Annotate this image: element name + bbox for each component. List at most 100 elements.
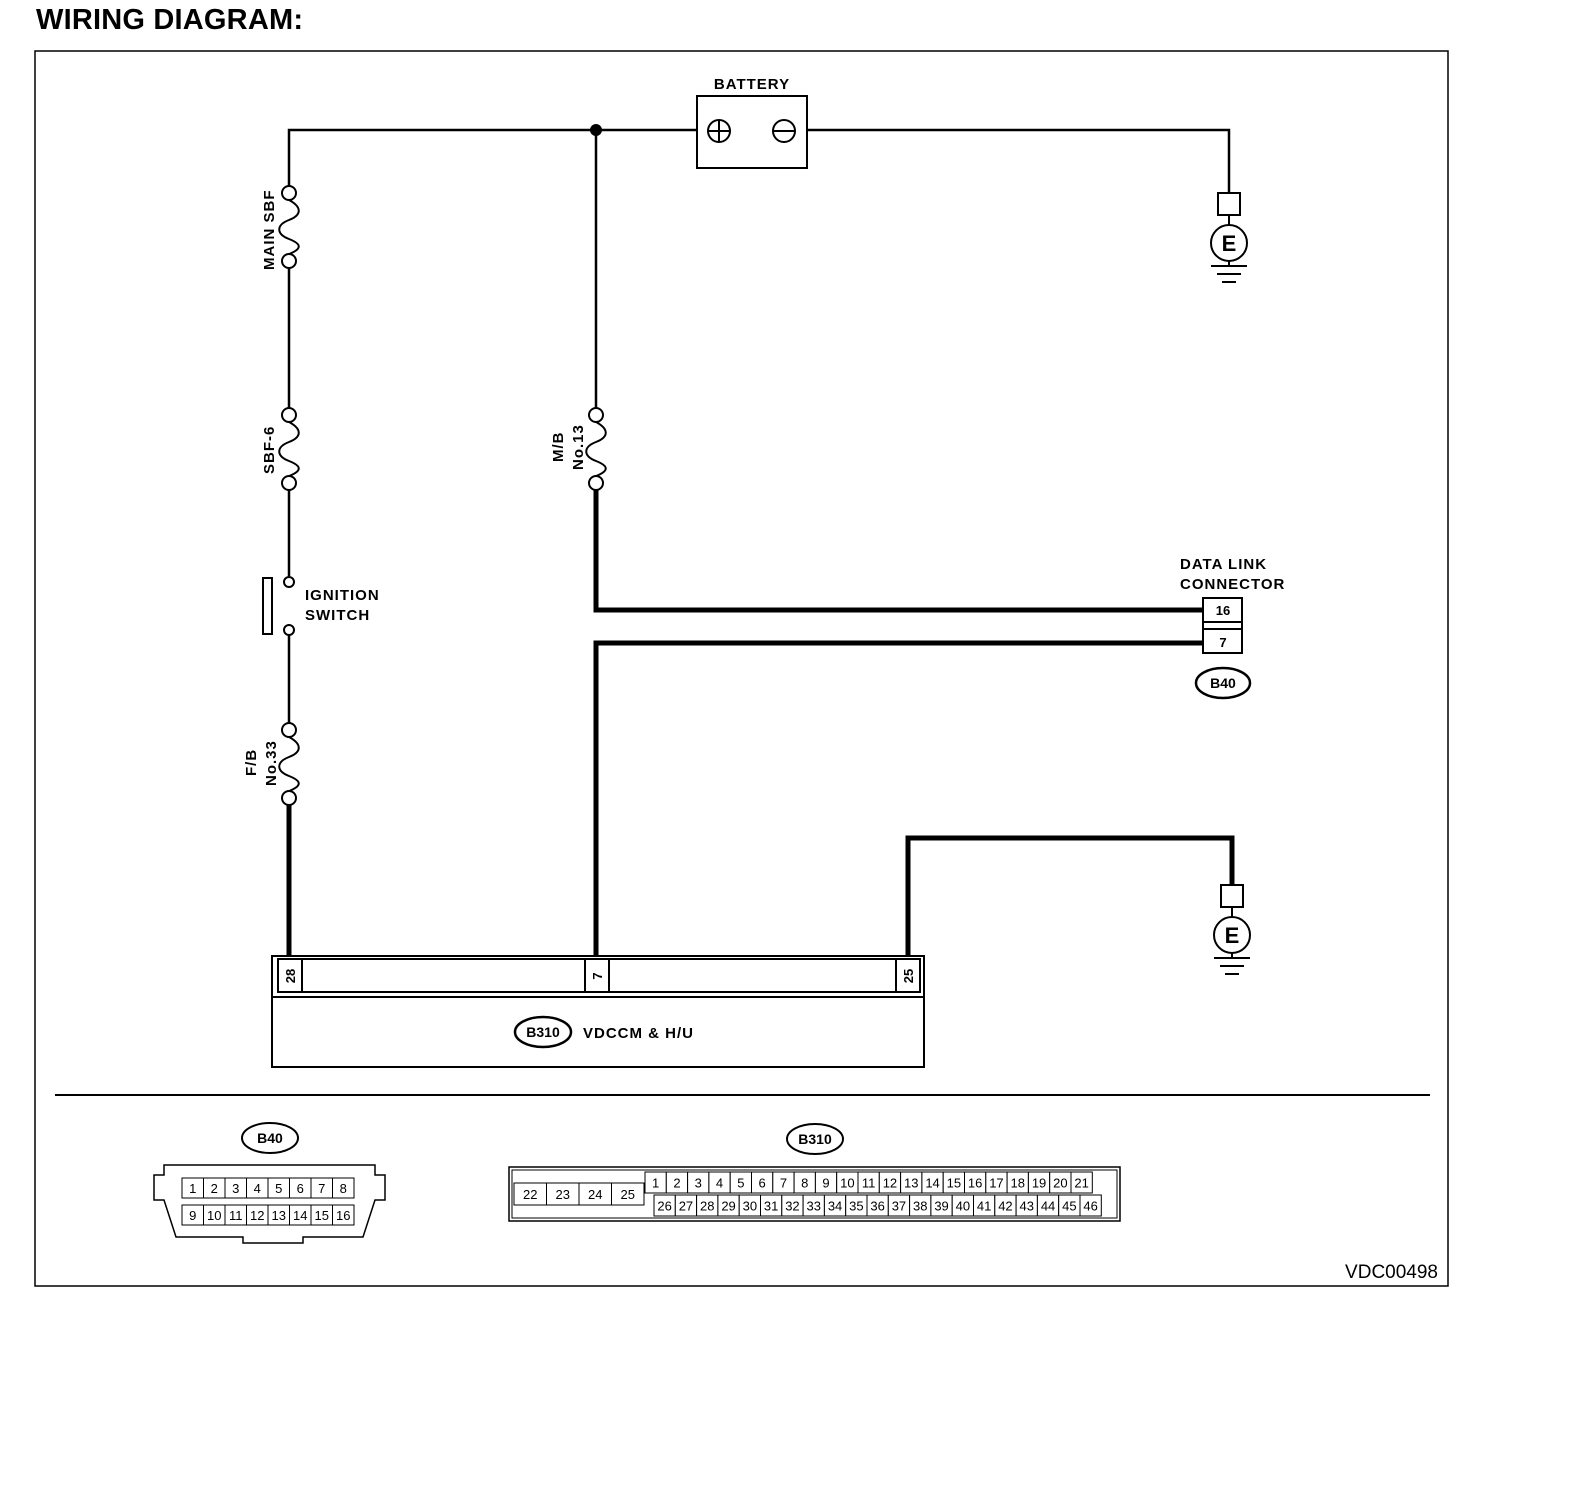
b310-pin-15: 15 <box>947 1176 961 1191</box>
ignition-switch <box>262 576 295 636</box>
b310-pin-1: 1 <box>652 1176 659 1191</box>
module-label: VDCCM & H/U <box>583 1025 694 1042</box>
b310-pin-14: 14 <box>925 1176 939 1191</box>
ground-label-bottom: E <box>1225 923 1240 948</box>
b40-pin-8: 8 <box>340 1181 347 1196</box>
dlc-label-line1: DATA LINK <box>1180 556 1267 573</box>
b310-pin-6: 6 <box>759 1176 766 1191</box>
b310-face-code: B310 <box>798 1131 832 1147</box>
b40-pin-16-cell <box>332 1204 355 1226</box>
b40-pin-7: 7 <box>318 1181 325 1196</box>
b40-pin-10: 10 <box>207 1208 221 1223</box>
dlc-pin-16: 16 <box>1216 603 1230 618</box>
b310-pin-45: 45 <box>1062 1199 1076 1214</box>
b310-pin-36: 36 <box>870 1199 884 1214</box>
b310-pin-8: 8 <box>801 1176 808 1191</box>
b310-pin-21: 21 <box>1074 1176 1088 1191</box>
b310-pin-35: 35 <box>849 1199 863 1214</box>
b310-pin-17: 17 <box>989 1176 1003 1191</box>
b310-pin-16: 16 <box>968 1176 982 1191</box>
ignition-switch-icon <box>262 577 273 635</box>
b310-pin-29: 29 <box>721 1199 735 1214</box>
b310-pin-40: 40 <box>956 1199 970 1214</box>
dlc-code-oval <box>1194 666 1252 700</box>
b310-pin-33: 33 <box>807 1199 821 1214</box>
b310-pin-37: 37 <box>892 1199 906 1214</box>
diagram-frame <box>34 50 1449 1287</box>
dlc-pin-7: 7 <box>1219 635 1226 650</box>
b310-pin-5: 5 <box>737 1176 744 1191</box>
b310-pin-34: 34 <box>828 1199 842 1214</box>
page-title: WIRING DIAGRAM: <box>36 4 304 36</box>
b40-pin-5: 5 <box>275 1181 282 1196</box>
mb-no13-fuse <box>585 407 607 491</box>
ignition-switch-label-line1: IGNITION <box>305 587 380 604</box>
module-pin-28: 28 <box>283 969 298 983</box>
b310-pin-9: 9 <box>822 1176 829 1191</box>
b310-pin-25-cell <box>611 1182 645 1206</box>
b40-pin-2: 2 <box>211 1181 218 1196</box>
ignition-switch-label-line2: SWITCH <box>305 607 370 624</box>
b40-pin-3: 3 <box>232 1181 239 1196</box>
b310-pin-20: 20 <box>1053 1176 1067 1191</box>
b310-pin-38: 38 <box>913 1199 927 1214</box>
fb-label-line1: F/B <box>243 749 260 776</box>
b40-pin-8-cell <box>332 1177 355 1199</box>
ground-label-top: E <box>1222 231 1237 256</box>
figure-id: VDC00498 <box>1345 1262 1438 1283</box>
b310-pin-4: 4 <box>716 1176 723 1191</box>
b40-pin-13: 13 <box>272 1208 286 1223</box>
b40-pin-14: 14 <box>293 1208 307 1223</box>
b40-code-oval <box>241 1122 299 1154</box>
main-sbf-label: MAIN SBF <box>261 190 278 271</box>
b310-pin-21-cell <box>1070 1171 1093 1194</box>
b310-pin-13: 13 <box>904 1176 918 1191</box>
b310-pin-46: 46 <box>1083 1199 1097 1214</box>
b40-pin-16: 16 <box>336 1208 350 1223</box>
b310-pin-22: 22 <box>523 1187 537 1202</box>
mb-label-line1: M/B <box>550 432 567 463</box>
b310-pin-25: 25 <box>621 1187 635 1202</box>
b310-pin-39: 39 <box>934 1199 948 1214</box>
b40-pin-4: 4 <box>254 1181 261 1196</box>
module-pin-25: 25 <box>901 969 916 983</box>
wire-to-ground-bottom <box>905 835 1235 958</box>
module-code: B310 <box>526 1024 560 1040</box>
b310-pin-18: 18 <box>1011 1176 1025 1191</box>
b310-pin-28: 28 <box>700 1199 714 1214</box>
data-link-connector <box>1202 597 1243 654</box>
battery-label: BATTERY <box>714 76 790 93</box>
b310-code-oval <box>786 1123 844 1155</box>
b40-pin-12: 12 <box>250 1208 264 1223</box>
b310-pin-44: 44 <box>1041 1199 1055 1214</box>
module-pin-7: 7 <box>590 972 605 979</box>
b310-pin-26: 26 <box>657 1199 671 1214</box>
b310-pin-41: 41 <box>977 1199 991 1214</box>
ground-symbol-top <box>1210 192 1248 283</box>
b310-pin-31: 31 <box>764 1199 778 1214</box>
b310-pin-2: 2 <box>673 1176 680 1191</box>
b310-pin-23: 23 <box>556 1187 570 1202</box>
top-bus-wire <box>287 128 1231 193</box>
data-link-wires <box>593 490 1203 958</box>
b310-pin-24: 24 <box>588 1187 602 1202</box>
b40-pin-1: 1 <box>189 1181 196 1196</box>
b310-pin-19: 19 <box>1032 1176 1046 1191</box>
main-sbf-fuse <box>278 185 300 269</box>
b310-pin-12: 12 <box>883 1176 897 1191</box>
b310-pin-43: 43 <box>1020 1199 1034 1214</box>
b310-pin-3: 3 <box>695 1176 702 1191</box>
b310-pin-7: 7 <box>780 1176 787 1191</box>
b310-pin-27: 27 <box>679 1199 693 1214</box>
mb-label-line2: No.13 <box>570 424 587 470</box>
sbf6-label: SBF-6 <box>261 426 278 474</box>
b40-pin-6: 6 <box>297 1181 304 1196</box>
b40-face-code: B40 <box>257 1130 283 1146</box>
b310-pin-30: 30 <box>743 1199 757 1214</box>
b310-pin-32: 32 <box>785 1199 799 1214</box>
b40-pin-15: 15 <box>315 1208 329 1223</box>
b40-connector-face <box>153 1164 386 1244</box>
